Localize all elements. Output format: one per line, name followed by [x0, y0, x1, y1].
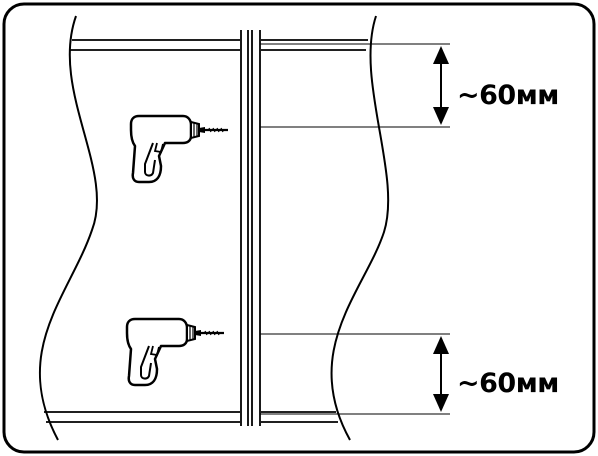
top-rail: [69, 39, 368, 51]
bottom-rail: [44, 411, 338, 423]
panel-left-edge: [38, 15, 98, 441]
bottom-dimension-label: ~60мм: [457, 368, 559, 399]
top-dimension-label: ~60мм: [457, 80, 559, 111]
dimension-arrow-up: [433, 46, 449, 64]
dimension-arrow-down: [433, 107, 449, 125]
top-dimension: ~60мм: [260, 43, 559, 128]
dimension-arrow-up: [433, 336, 449, 354]
panel-right-edge: [330, 15, 390, 441]
bottom-dimension: ~60мм: [260, 333, 559, 415]
vertical-post: [240, 30, 261, 426]
dimension-arrow-down: [433, 394, 449, 412]
